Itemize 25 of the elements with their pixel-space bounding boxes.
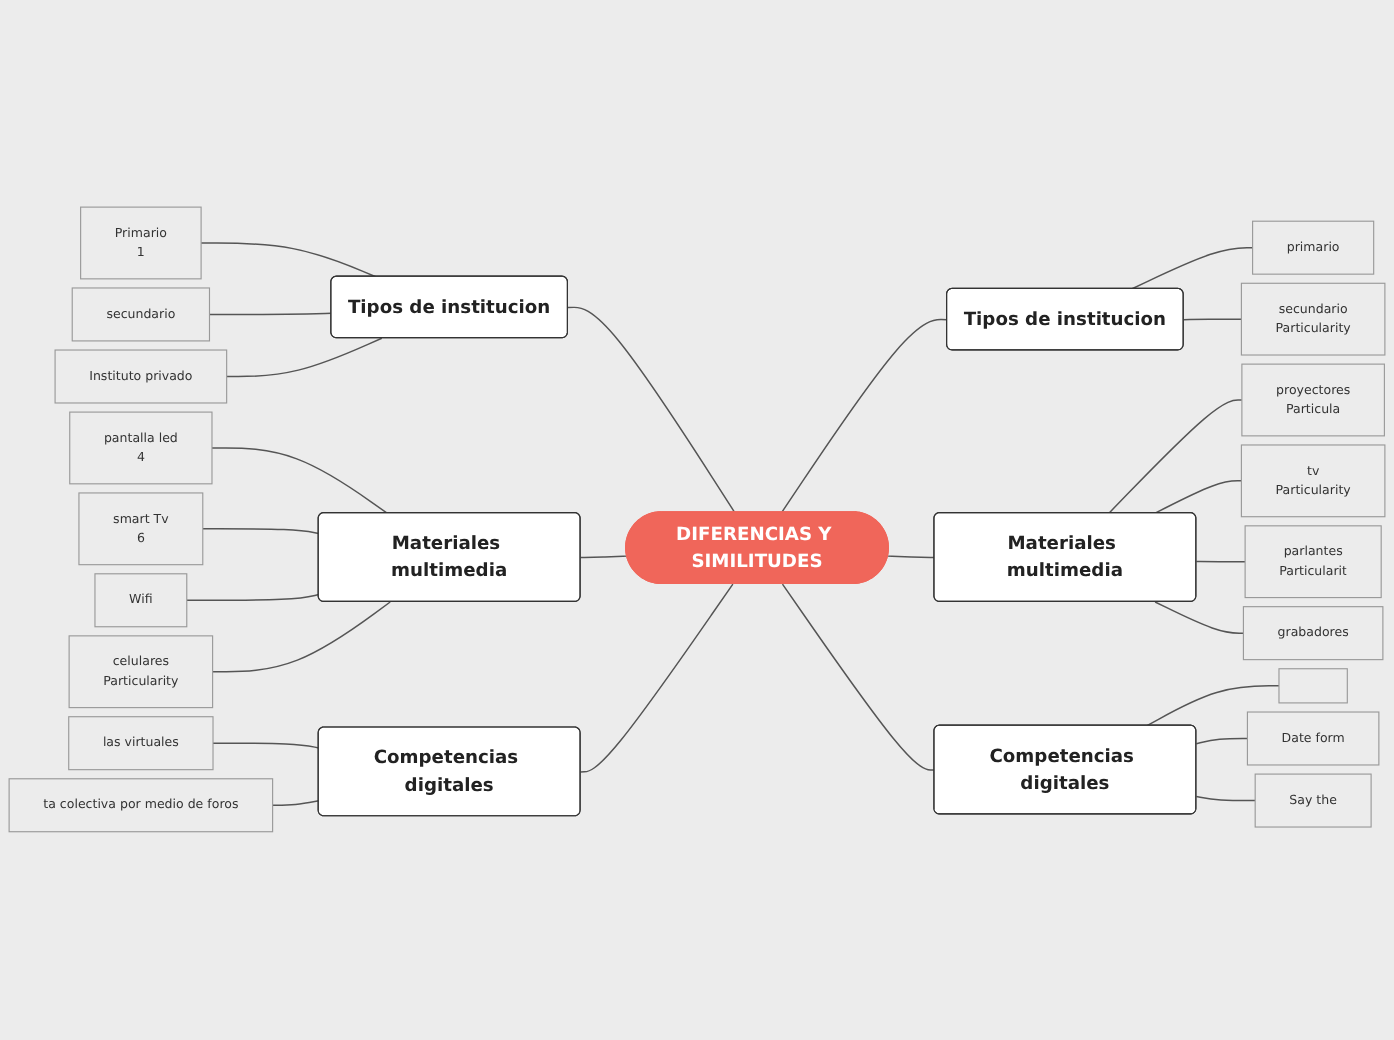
connector	[1195, 561, 1246, 563]
connector	[1146, 685, 1280, 727]
connector	[202, 528, 320, 535]
connector	[1195, 796, 1256, 802]
node-box	[1278, 668, 1348, 705]
connector	[579, 583, 734, 774]
connector	[579, 555, 628, 559]
connector	[781, 583, 936, 772]
connector	[1183, 318, 1243, 321]
connector	[1154, 601, 1245, 635]
connector	[225, 338, 383, 378]
connector	[887, 555, 936, 559]
connector	[271, 800, 320, 807]
connector	[567, 307, 736, 514]
connector	[1195, 738, 1249, 745]
connector	[208, 313, 333, 316]
connector	[1130, 247, 1254, 291]
connector	[200, 242, 377, 278]
connector	[781, 319, 948, 514]
connector	[1154, 480, 1243, 515]
connector	[212, 743, 320, 750]
connector	[211, 447, 388, 515]
connector	[211, 601, 391, 674]
connector	[1108, 399, 1243, 515]
connector	[186, 594, 320, 602]
